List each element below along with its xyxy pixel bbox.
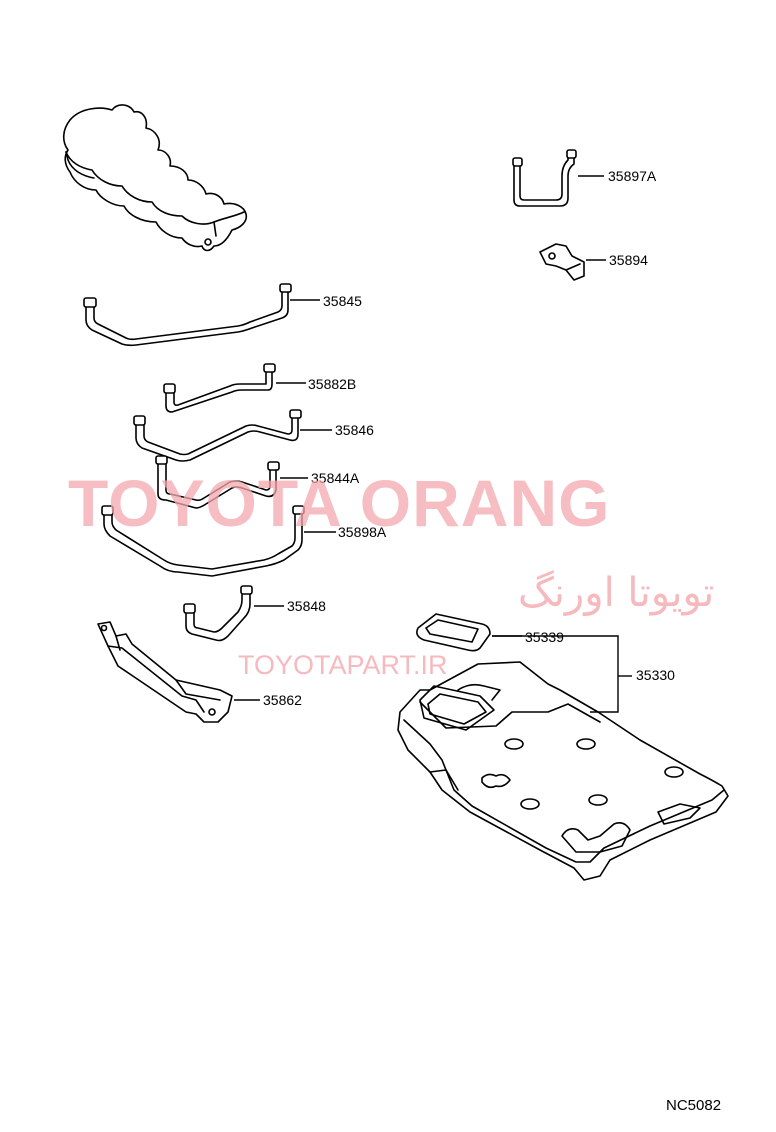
part-35339-gasket [416, 613, 491, 652]
label-35882b: 35882B [308, 376, 356, 392]
valve-body-casting [62, 104, 248, 252]
label-35848: 35848 [287, 598, 326, 614]
part-35882b-pipe [163, 363, 276, 413]
label-35898a: 35898A [338, 524, 387, 540]
watermark-url: TOYOTAPART.IR [238, 650, 448, 680]
part-35898a-pipe [101, 505, 305, 577]
label-35897a: 35897A [608, 168, 657, 184]
part-35894-clip [539, 243, 585, 281]
watermark-brand: TOYOTA ORANG [68, 466, 610, 540]
diagram-code: NC5082 [666, 1097, 721, 1114]
label-35844a: 35844A [311, 470, 360, 486]
part-35844a-pipe [155, 455, 280, 509]
label-35330: 35330 [636, 667, 675, 683]
label-35894: 35894 [609, 252, 648, 268]
part-35330-strainer [397, 661, 729, 881]
part-35846-pipe [133, 409, 302, 462]
watermark-brand-persian: تویوتا اورنگ [518, 570, 714, 616]
part-35897a-hose [512, 149, 577, 207]
label-35862: 35862 [263, 692, 302, 708]
part-35845-pipe [83, 283, 292, 347]
label-35339: 35339 [525, 629, 564, 645]
part-35862-bracket [97, 621, 233, 723]
label-35846: 35846 [335, 422, 374, 438]
label-35845: 35845 [323, 293, 362, 309]
part-35848-pipe [183, 585, 253, 642]
